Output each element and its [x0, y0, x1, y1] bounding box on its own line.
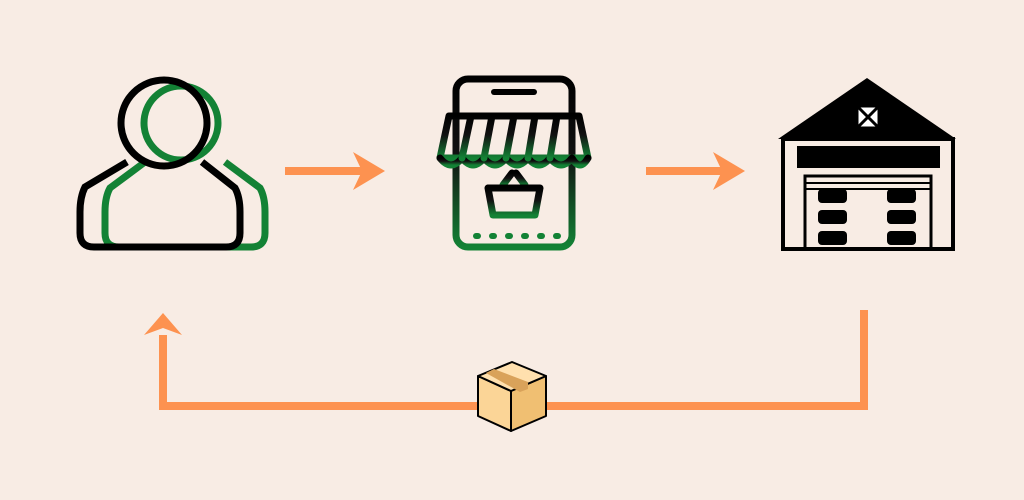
arrow-customer-to-store [285, 152, 385, 190]
package-box-icon [477, 361, 547, 432]
user-icon [76, 76, 269, 251]
online-store-icon [436, 75, 592, 251]
warehouse-icon [778, 78, 956, 251]
arrow-store-to-warehouse [646, 152, 745, 190]
